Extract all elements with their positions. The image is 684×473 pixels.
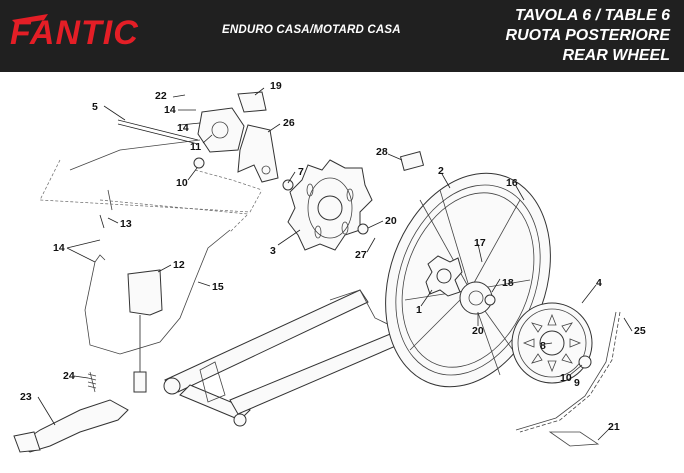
callout-7: 7 (298, 166, 304, 178)
exploded-view-drawing: 22 14 14 11 10 19 26 5 7 28 2 16 13 14 1… (13, 80, 646, 453)
callout-20-top: 20 (385, 215, 397, 227)
callout-24: 24 (63, 370, 75, 382)
brake-hose-drawing (84, 189, 231, 355)
hub-flange-drawing (425, 255, 463, 297)
callout-26: 26 (283, 117, 295, 129)
fantic-logo: FANTIC (10, 14, 139, 50)
callout-25: 25 (634, 325, 646, 337)
rear-wheel-drawing (385, 172, 551, 388)
callout-20-bottom: 20 (472, 325, 484, 337)
brake-pedal-drawing (13, 269, 163, 453)
chain-drawing (515, 311, 621, 447)
callout-27: 27 (355, 249, 367, 261)
callout-16: 16 (506, 177, 518, 189)
brand-logo-text: FANTIC (10, 14, 139, 50)
callout-10-right: 10 (560, 372, 572, 384)
callout-5: 5 (92, 101, 98, 113)
callout-10-left: 10 (176, 177, 188, 189)
callout-2: 2 (438, 165, 444, 177)
callout-17: 17 (474, 237, 486, 249)
callout-8: 8 (540, 340, 546, 352)
callout-19: 19 (270, 80, 282, 92)
brake-disc-drawing (287, 159, 373, 251)
callout-23: 23 (20, 391, 32, 403)
guide-lines (39, 159, 263, 233)
leader-lines (37, 87, 633, 441)
header-bar: FANTIC ENDURO CASA/MOTARD CASA TAVOLA 6 … (0, 0, 684, 72)
callout-28: 28 (376, 146, 388, 158)
callout-21: 21 (608, 421, 620, 433)
callout-4: 4 (596, 277, 602, 289)
brake-caliper-drawing (193, 91, 592, 369)
callout-12: 12 (173, 259, 185, 271)
title-english: REAR WHEEL (562, 47, 670, 64)
callout-22: 22 (155, 90, 167, 102)
callout-13: 13 (120, 218, 132, 230)
swingarm-drawing (163, 289, 406, 427)
title-italian: RUOTA POSTERIORE (505, 27, 670, 44)
callout-14-mid: 14 (177, 122, 189, 134)
callout-labels: 22 14 14 11 10 19 26 5 7 28 2 16 13 14 1… (20, 80, 646, 433)
callout-14-left: 14 (53, 242, 65, 254)
callout-14-top: 14 (164, 104, 176, 116)
callout-9: 9 (574, 377, 580, 389)
callout-11: 11 (190, 141, 201, 153)
axle-drawing (69, 119, 201, 171)
model-name: ENDURO CASA/MOTARD CASA (222, 24, 401, 36)
table-number: TAVOLA 6 / TABLE 6 (515, 7, 670, 24)
callout-3: 3 (270, 245, 276, 257)
callout-1: 1 (416, 304, 422, 316)
callout-18: 18 (502, 277, 514, 289)
callout-15: 15 (212, 281, 224, 293)
title-block: TAVOLA 6 / TABLE 6 RUOTA POSTERIORE REAR… (450, 6, 670, 66)
